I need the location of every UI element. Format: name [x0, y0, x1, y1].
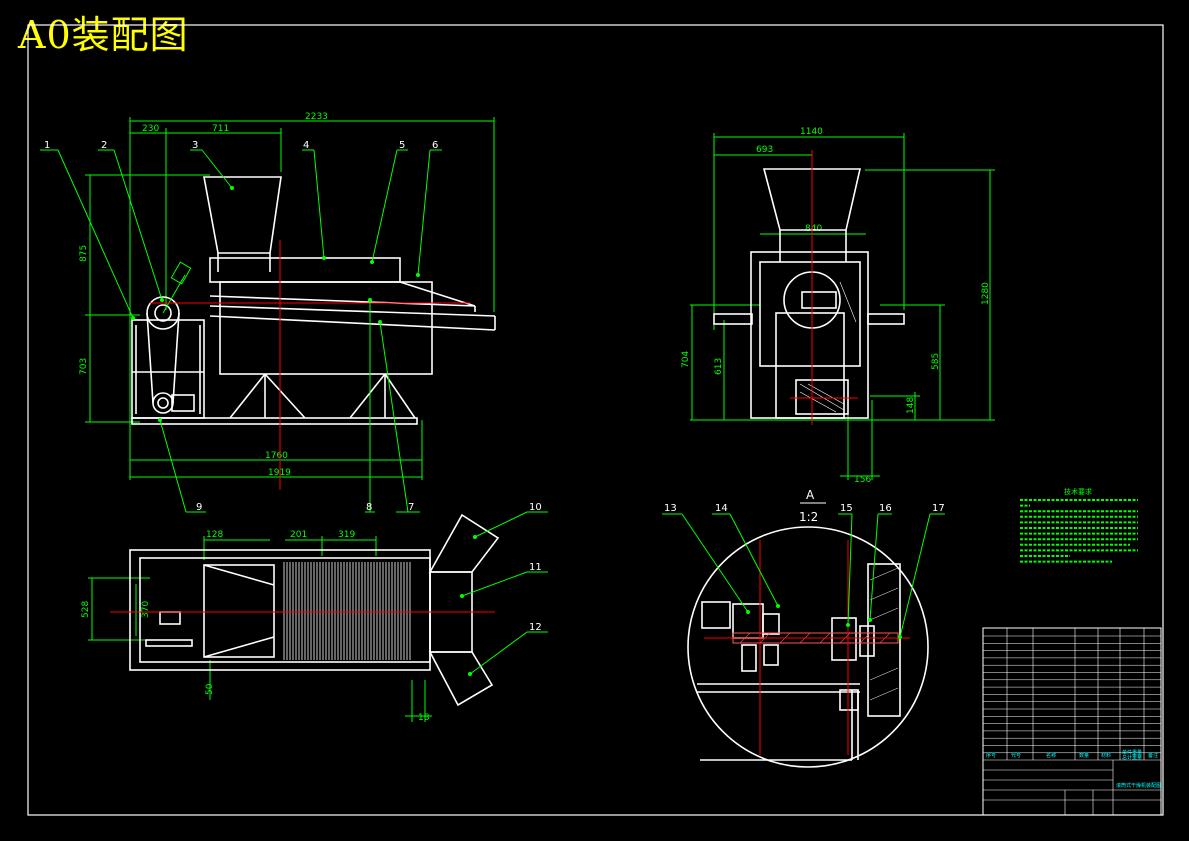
dim-1140: 1140 — [800, 127, 823, 137]
header-qty: 数量 — [1079, 752, 1089, 759]
drawing-title: A0装配图 — [18, 13, 189, 57]
balloon-7: 7 — [408, 502, 414, 513]
header-material: 材料 — [1101, 752, 1111, 759]
balloon-9: 9 — [196, 502, 202, 513]
sheet-border — [27, 24, 1164, 816]
balloon-1: 1 — [44, 140, 50, 151]
technical-requirements: 技术要求 — [1020, 487, 1138, 563]
dim-704: 704 — [681, 351, 691, 368]
dim-711: 711 — [212, 124, 229, 134]
tech-req-heading: 技术要求 — [1064, 487, 1092, 496]
header-name: 名称 — [1046, 752, 1056, 759]
dim-1280: 1280 — [981, 282, 991, 305]
dim-1760: 1760 — [265, 451, 288, 461]
balloon-3: 3 — [192, 140, 198, 151]
dim-156: 156 — [854, 475, 871, 485]
detail-view: A 1:2 — [662, 488, 945, 768]
balloon-14: 14 — [715, 503, 728, 514]
dim-613: 613 — [714, 358, 724, 375]
top-view: 128 201 319 528 370 50 18 10 — [81, 502, 548, 723]
header-code: 代号 — [1011, 752, 1021, 759]
balloon-15: 15 — [840, 503, 853, 514]
detail-scale: 1:2 — [799, 510, 818, 524]
balloon-4: 4 — [303, 140, 309, 151]
dim-148: 148 — [906, 397, 916, 414]
dim-585: 585 — [931, 353, 941, 370]
dim-50: 50 — [205, 683, 215, 695]
dim-875: 875 — [79, 245, 89, 262]
balloon-12: 12 — [529, 622, 542, 633]
balloon-6: 6 — [432, 140, 438, 151]
balloon-13: 13 — [664, 503, 677, 514]
balloon-11: 11 — [529, 562, 542, 573]
dim-230: 230 — [142, 124, 159, 134]
balloon-10: 10 — [529, 502, 542, 513]
dim-528: 528 — [81, 601, 91, 618]
header-remarks: 备注 — [1148, 752, 1158, 759]
title-block: 序号 代号 名称 数量 材料 单件重量 总计重量 备注 滚筒式干燥机装配图 — [982, 627, 1162, 816]
dim-18: 18 — [418, 713, 430, 723]
front-view: 2233 230 711 875 703 1760 1919 — [40, 112, 496, 513]
balloon-17: 17 — [932, 503, 945, 514]
balloon-5: 5 — [399, 140, 405, 151]
header-no: 序号 — [986, 752, 996, 759]
dim-2233: 2233 — [305, 112, 328, 122]
side-view: 1140 693 840 1280 704 613 585 148 156 — [681, 127, 995, 485]
dim-319: 319 — [338, 530, 355, 540]
header-unit-weight: 单件重量 — [1122, 749, 1142, 756]
header-total-weight: 总计重量 — [1122, 754, 1142, 761]
dim-703: 703 — [79, 358, 89, 375]
dim-128: 128 — [206, 530, 223, 540]
dim-840: 840 — [805, 224, 822, 234]
dim-201: 201 — [290, 530, 307, 540]
balloon-16: 16 — [879, 503, 892, 514]
dim-693: 693 — [756, 145, 773, 155]
drawing-name: 滚筒式干燥机装配图 — [1116, 782, 1161, 789]
dim-370: 370 — [141, 601, 151, 618]
balloon-8: 8 — [366, 502, 372, 513]
balloon-2: 2 — [101, 140, 107, 151]
detail-label: A — [806, 488, 815, 502]
